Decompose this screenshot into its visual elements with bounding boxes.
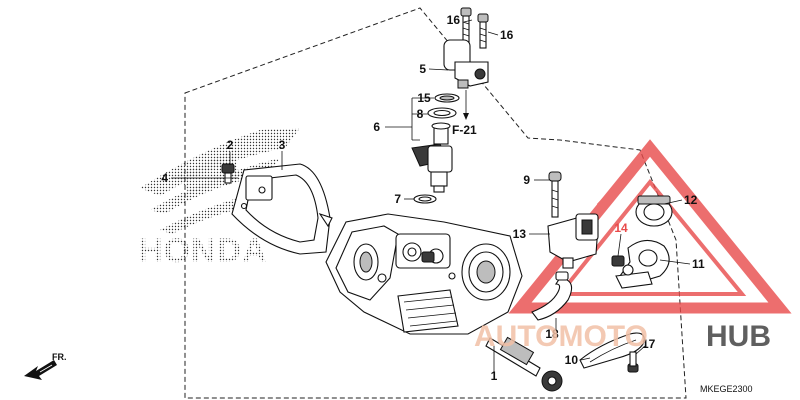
connector-part-5	[443, 39, 489, 89]
bolt-16-right	[477, 13, 489, 49]
callout-16-left: 16	[447, 13, 461, 27]
callout-4: 4	[161, 171, 168, 185]
callout-17: 17	[642, 337, 656, 351]
bolt-part-17	[627, 351, 639, 373]
callout-1: 1	[491, 369, 498, 383]
callout-12: 12	[684, 193, 698, 207]
hose-part-18	[531, 277, 573, 321]
leader-lines	[171, 19, 691, 372]
shaft-part-1	[485, 336, 563, 392]
callout-8: 8	[417, 107, 424, 121]
injector-part-6	[411, 122, 453, 193]
callout-16-right: 16	[500, 28, 514, 42]
callout-11: 11	[692, 257, 705, 271]
callout-5: 5	[419, 62, 426, 76]
throttle-body-assembly	[325, 213, 523, 335]
callout-6: 6	[373, 120, 380, 134]
drawing-code: MKEGE2300	[700, 384, 753, 394]
callout-13: 13	[513, 227, 527, 241]
callout-14: 14	[614, 221, 628, 235]
watermark-automoto: AUTOMOTO	[474, 320, 648, 353]
callout-7: 7	[394, 192, 401, 206]
reference-label: F-21	[452, 123, 477, 137]
callout-3: 3	[279, 138, 286, 152]
callout-9: 9	[523, 173, 530, 187]
front-direction-label: FR.	[52, 352, 67, 362]
callout-10: 10	[565, 353, 579, 367]
callout-15: 15	[417, 91, 431, 105]
front-direction-arrow-icon	[24, 360, 57, 380]
callout-2: 2	[227, 138, 234, 152]
clip-part-10	[579, 332, 645, 369]
clamp-part-12	[635, 195, 673, 227]
honda-brand-text: HONDA	[138, 232, 268, 270]
watermark-hub: HUB	[706, 320, 771, 353]
bolt-16-left	[460, 7, 472, 43]
sensor-part-13	[547, 213, 599, 269]
callout-18: 18	[545, 327, 559, 341]
bolt-part-9	[548, 171, 562, 218]
bracket-part-3	[231, 163, 333, 255]
